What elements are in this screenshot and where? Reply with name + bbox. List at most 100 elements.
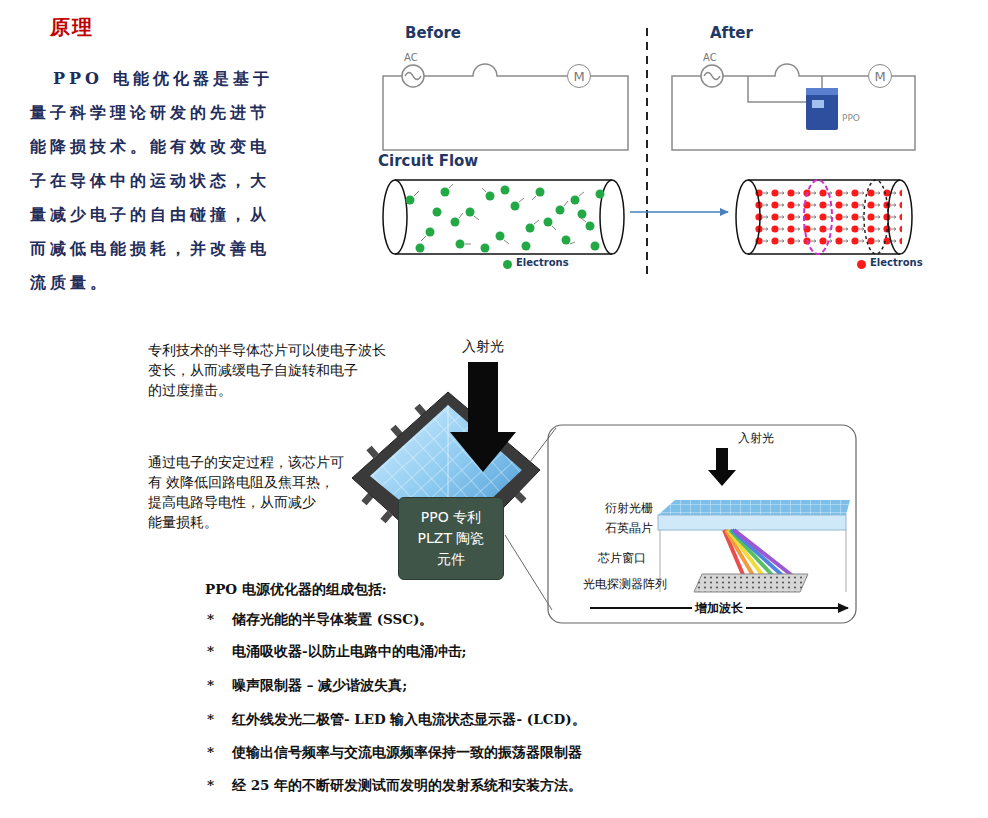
part-label: 芯片窗口 bbox=[598, 550, 646, 567]
ppo-device bbox=[806, 88, 838, 130]
detail-illustration bbox=[724, 530, 794, 577]
conductor-before bbox=[414, 184, 586, 244]
list-item: 经 25 年的不断研发测试而发明的发射系统和安装方法。 bbox=[232, 777, 582, 795]
note-text: 通过电子的安定过程，该芯片可 有 效降低回路电阻及焦耳热， 提高电路导电性，从而… bbox=[148, 452, 346, 532]
conductor-after bbox=[864, 180, 888, 254]
after-circuit-wire bbox=[704, 73, 720, 80]
conductor-before bbox=[600, 180, 624, 254]
legend-text: Electrons bbox=[516, 257, 569, 268]
detail-illustration bbox=[658, 500, 850, 515]
incident-light-arrow bbox=[450, 362, 516, 472]
conductor-before bbox=[591, 242, 600, 251]
after-circuit-wire bbox=[748, 76, 806, 102]
list-item: 储存光能的半导体装置 (SSC)。 bbox=[232, 611, 433, 629]
list-item: 红外线发光二极管- LED 输入电流状态显示器- (LCD)。 bbox=[232, 711, 586, 729]
legend-text: Electrons bbox=[870, 257, 923, 268]
callout-lines bbox=[530, 428, 556, 462]
conductor-before bbox=[474, 216, 479, 220]
conductor-before bbox=[536, 188, 545, 197]
chip-pins bbox=[417, 406, 424, 414]
source-label: AC bbox=[703, 52, 717, 63]
conductor-before bbox=[481, 244, 490, 253]
conductor-before bbox=[579, 192, 584, 196]
conductor-before bbox=[511, 202, 520, 211]
conductor-before bbox=[482, 188, 486, 192]
detail-illustration bbox=[730, 530, 774, 577]
list-item: 电涌吸收器-以防止电路中的电涌冲击; bbox=[232, 643, 467, 661]
node-label: PPO 专利 PLZT 陶瓷 元件 bbox=[411, 507, 491, 570]
detail-illustration bbox=[658, 515, 846, 530]
conductor-after bbox=[804, 180, 832, 254]
before-circuit-wire bbox=[383, 76, 628, 150]
conductor-before bbox=[586, 222, 595, 231]
panel-heading: Before bbox=[405, 24, 461, 42]
chip-pins bbox=[383, 513, 390, 521]
conductor-before bbox=[581, 218, 586, 222]
before-circuit-wire bbox=[424, 64, 567, 76]
conductor-before bbox=[544, 218, 553, 227]
section-title: 原理 bbox=[50, 14, 94, 41]
conductor-before bbox=[501, 186, 510, 195]
source-label: AC bbox=[404, 52, 418, 63]
detail-illustration bbox=[708, 448, 736, 486]
conductor-before bbox=[564, 201, 568, 206]
conductor-before bbox=[456, 240, 465, 249]
conductor-before bbox=[414, 191, 419, 196]
ppo-device bbox=[806, 88, 838, 130]
ppo-device bbox=[806, 88, 838, 95]
chip-pins bbox=[393, 427, 400, 435]
node-text-group: M bbox=[573, 70, 584, 83]
conductor-before bbox=[556, 206, 565, 215]
conductor-before bbox=[383, 180, 624, 254]
bullet-mark: * bbox=[207, 744, 214, 760]
detail-illustration bbox=[660, 530, 846, 592]
conductor-before bbox=[596, 190, 605, 199]
motor-symbol: M bbox=[868, 64, 892, 88]
panel-heading: After bbox=[710, 24, 753, 42]
note-text: 专利技术的半导体芯片可以使电子波长 变长，从而减缓电子自旋转和电子 的过度撞击。 bbox=[148, 340, 392, 400]
component-box: PPO 专利 PLZT 陶瓷 元件 bbox=[398, 497, 504, 580]
detail-illustration bbox=[658, 500, 850, 515]
after-circuit-wire bbox=[672, 64, 915, 150]
part-label: 衍射光栅 bbox=[605, 500, 653, 517]
callout-lines bbox=[505, 535, 552, 610]
conductor-before bbox=[426, 228, 435, 237]
after-circuit-wire bbox=[821, 76, 823, 88]
motor-symbol: M bbox=[567, 64, 591, 88]
conductor-before bbox=[526, 224, 535, 233]
conductor-before bbox=[465, 244, 471, 245]
conductor-before bbox=[416, 244, 425, 253]
detail-illustration bbox=[658, 448, 850, 592]
detail-illustration bbox=[694, 574, 808, 592]
conductor-after bbox=[736, 180, 912, 254]
detail-illustration bbox=[734, 530, 794, 577]
conductor-before bbox=[406, 186, 605, 253]
conductor-before bbox=[421, 236, 426, 241]
list-item: 使输出信号频率与交流电源频率保持一致的振荡器限制器 bbox=[232, 744, 582, 762]
conductor-before bbox=[395, 180, 612, 254]
legend-swatch bbox=[857, 260, 866, 269]
conductor-before bbox=[570, 242, 575, 244]
legend-swatch bbox=[503, 260, 512, 269]
list-item: 噪声限制器 – 减少谐波失真; bbox=[232, 677, 407, 695]
chip-pins bbox=[369, 448, 376, 456]
bullet-mark: * bbox=[207, 611, 214, 627]
conductor-before bbox=[466, 208, 475, 217]
node-label: M bbox=[573, 70, 584, 83]
conductor-before bbox=[534, 220, 539, 224]
conductor-after bbox=[752, 186, 902, 248]
callout-frame bbox=[548, 425, 856, 623]
conductor-before bbox=[486, 192, 495, 201]
conductor-before bbox=[504, 240, 509, 244]
detail-illustration bbox=[694, 574, 808, 592]
axis-label: 增加波长 bbox=[692, 600, 746, 617]
intro-text: PPO 电能优化器是基于 量子科学理论研发的先进节 能降损技术。能有效改变电 子… bbox=[30, 62, 282, 300]
conductor-before bbox=[496, 232, 505, 241]
before-circuit-wire bbox=[402, 65, 424, 87]
bullet-mark: * bbox=[207, 711, 214, 727]
incident-light-arrow bbox=[450, 362, 516, 472]
flow-arrow bbox=[630, 211, 728, 213]
node-text-group: M bbox=[874, 70, 885, 83]
conductor-before bbox=[571, 196, 580, 205]
